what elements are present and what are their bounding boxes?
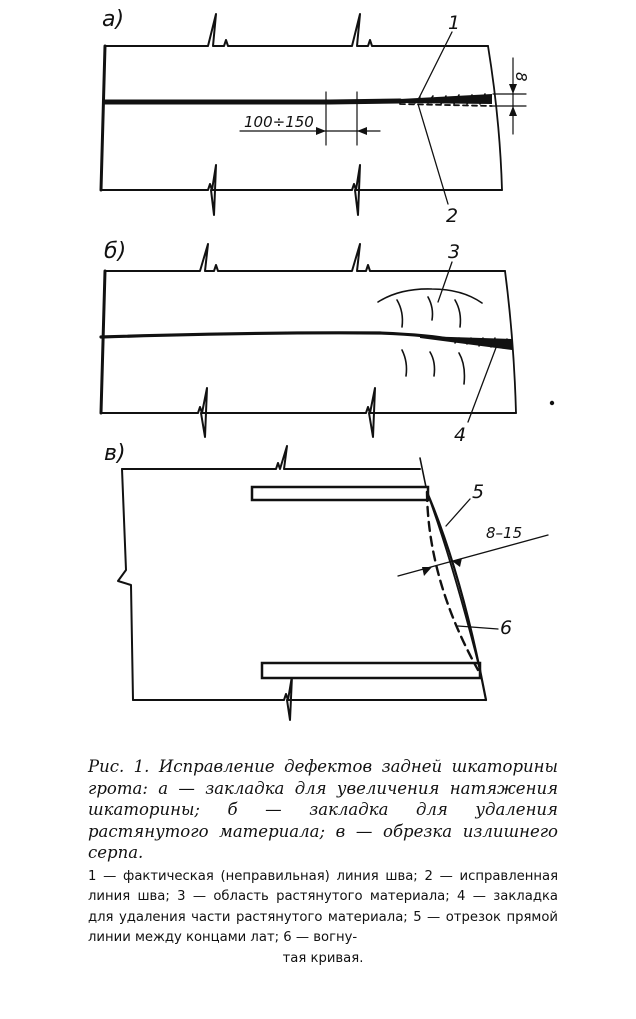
panel-a: а) 100÷150 8 1 2 bbox=[99, 7, 530, 227]
panel-c-straight-line bbox=[426, 491, 481, 671]
panel-b-leech-edge bbox=[504, 270, 517, 414]
panel-c-label: в) bbox=[104, 441, 126, 466]
panel-b-tuck-wedge bbox=[420, 336, 512, 350]
panel-a-dim-offset: 8 bbox=[512, 72, 530, 82]
panel-a-bottom bbox=[100, 164, 503, 216]
panel-a-actual-seam bbox=[102, 98, 403, 105]
panel-c-leader-5 bbox=[445, 498, 471, 527]
panel-c-leech-convex bbox=[425, 490, 488, 702]
panel-a-offset-arrow-2 bbox=[509, 106, 517, 116]
panel-a-leech-edge bbox=[487, 45, 503, 191]
panel-a-offset-arrow-1 bbox=[509, 84, 517, 94]
panel-c-dim-arrow-1 bbox=[422, 567, 432, 576]
panel-b-wrinkle-6 bbox=[458, 352, 466, 385]
panel-b-outline bbox=[104, 243, 506, 272]
panel-c-callout-5: 5 bbox=[472, 481, 484, 503]
panel-c: в) 8–15 5 6 bbox=[104, 441, 549, 721]
panel-c-dim-arrow-2 bbox=[452, 558, 462, 567]
caption-legend-end: тая кривая. bbox=[282, 950, 364, 966]
caption-legend: 1 — фактическая (неправильная) линия шва… bbox=[88, 868, 558, 946]
panel-b-stretched-area-outline bbox=[377, 288, 483, 304]
panel-b-seam bbox=[99, 331, 456, 342]
panel-b-wrinkle-4 bbox=[401, 349, 408, 377]
panel-c-top-edge bbox=[121, 445, 421, 470]
panel-b-callout-3: 3 bbox=[448, 241, 460, 263]
panel-b-leader-4 bbox=[467, 344, 498, 423]
panel-a-callout-1: 1 bbox=[448, 12, 460, 34]
panel-b-bottom bbox=[100, 387, 517, 438]
panel-a-left-edge bbox=[99, 44, 107, 192]
figure-caption: Рис. 1. Исправление дефектов задней шкат… bbox=[88, 756, 558, 969]
panel-a-callout-2: 2 bbox=[446, 205, 458, 227]
panel-b-callout-4: 4 bbox=[454, 424, 466, 446]
panel-c-batten-top bbox=[250, 485, 430, 502]
panel-b-tuck-hatching bbox=[454, 337, 508, 349]
panel-b-wrinkle-1 bbox=[396, 299, 404, 328]
sail-leech-defects-figure: а) 100÷150 8 1 2 б) bbox=[99, 7, 555, 721]
panel-c-bottom-edge bbox=[132, 675, 487, 721]
panel-a-dim-arrow-1 bbox=[316, 127, 326, 135]
panel-a-corrected-seam bbox=[399, 103, 493, 107]
panel-c-leader-6 bbox=[457, 625, 499, 630]
panel-c-dim-sag: 8–15 bbox=[486, 524, 522, 542]
panel-a-outline bbox=[104, 13, 489, 47]
panel-c-dim-line bbox=[397, 534, 549, 577]
panel-b-left-edge bbox=[99, 269, 107, 415]
panel-a-dim-arrow-2 bbox=[357, 127, 367, 135]
caption-title: Рис. 1. Исправление дефектов задней шкат… bbox=[88, 757, 558, 862]
panel-b-wrinkle-5 bbox=[429, 351, 436, 377]
panel-b: б) 3 4 bbox=[99, 239, 555, 446]
panel-a-label: а) bbox=[102, 7, 124, 32]
panel-b-wrinkle-2 bbox=[427, 296, 434, 321]
panel-b-dot bbox=[549, 400, 555, 406]
panel-a-leader-2 bbox=[417, 103, 449, 205]
panel-c-callout-6: 6 bbox=[500, 617, 512, 639]
panel-b-wrinkle-3 bbox=[454, 299, 462, 328]
panel-b-leader-3 bbox=[437, 261, 453, 303]
panel-c-batten-bottom bbox=[260, 661, 482, 680]
panel-b-label: б) bbox=[104, 239, 126, 264]
panel-c-left-edge bbox=[117, 468, 134, 701]
panel-a-dim-length: 100÷150 bbox=[244, 113, 314, 131]
panel-c-concave-curve bbox=[425, 490, 480, 672]
panel-a-leader-1 bbox=[417, 31, 453, 101]
